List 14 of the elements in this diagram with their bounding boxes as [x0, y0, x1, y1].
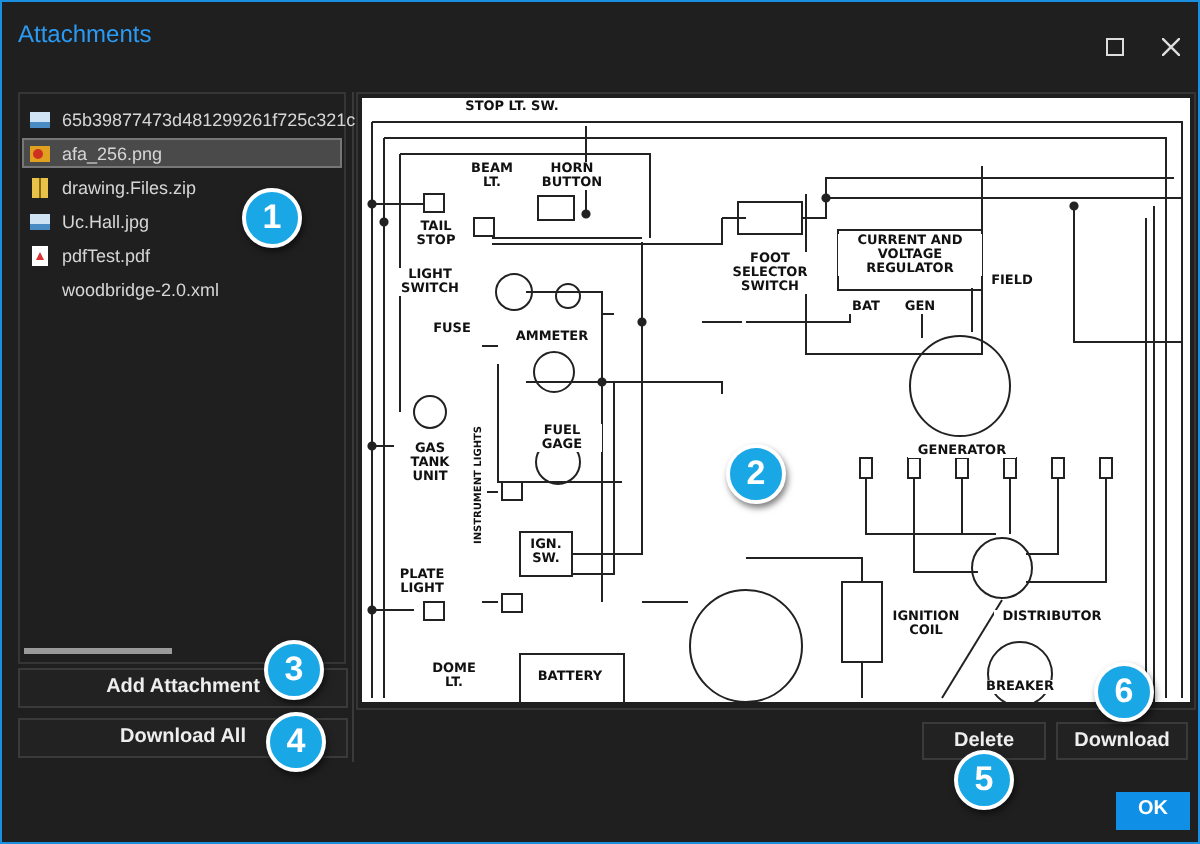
file-name: afa_256.png: [62, 142, 163, 168]
file-name: drawing.Files.zip: [62, 176, 197, 202]
delete-button: Delete: [922, 722, 1046, 760]
callout-number: 1: [242, 188, 302, 248]
file-name: Uc.Hall.jpg: [62, 210, 150, 236]
dialog-title: Attachments: [18, 20, 152, 48]
file-name: pdfTest.pdf: [62, 244, 151, 270]
file-name: 65b39877473d481299261f725c321c: [62, 108, 356, 134]
file-name: woodbridge-2.0.xml: [62, 278, 220, 304]
callout-number: 3: [264, 640, 324, 700]
ok-button: OK: [1116, 792, 1190, 830]
callout-number: 4: [266, 712, 326, 772]
callout-number: 5: [954, 750, 1014, 810]
download-button: Download: [1056, 722, 1188, 760]
